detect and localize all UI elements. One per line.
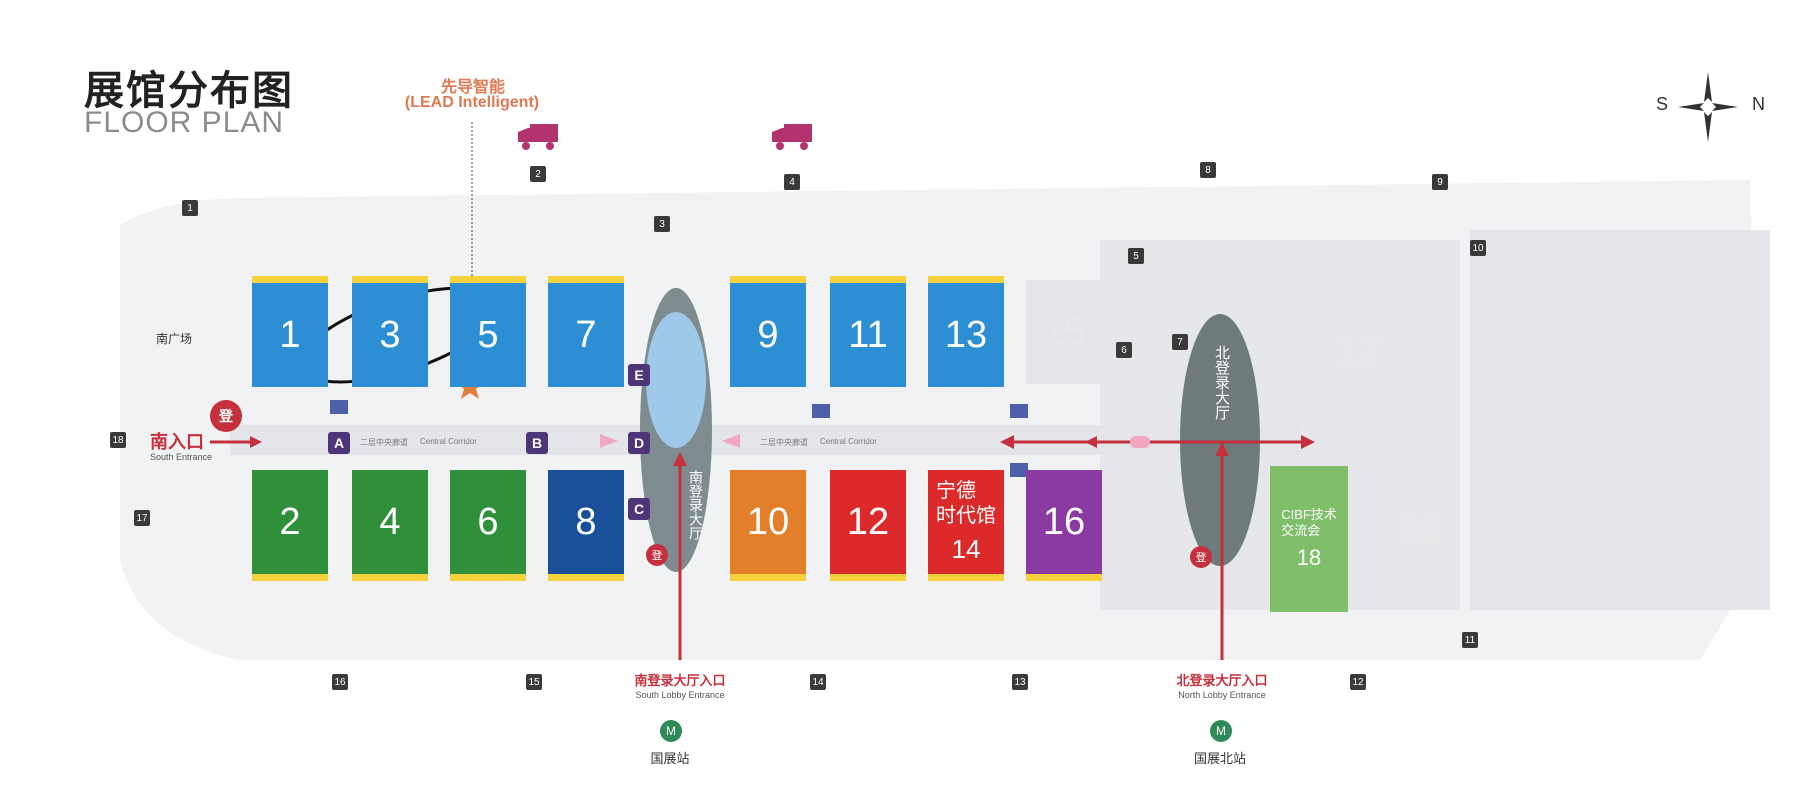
hall-7[interactable]: 7 bbox=[548, 276, 624, 387]
marker-16: 16 bbox=[332, 674, 348, 690]
gate-e[interactable]: E bbox=[628, 364, 650, 386]
hall-17[interactable]: 17 bbox=[1338, 330, 1382, 373]
marker-4: 4 bbox=[784, 174, 800, 190]
south-square-label: 南广场 bbox=[156, 332, 193, 346]
hall-11[interactable]: 11 bbox=[830, 276, 906, 387]
hall-14[interactable]: 宁德 时代馆 14 bbox=[928, 470, 1004, 581]
lead-label-en: (LEAD Intelligent) bbox=[404, 94, 540, 111]
hall-15[interactable]: 15 bbox=[1026, 280, 1102, 384]
hall-14-number: 14 bbox=[951, 533, 981, 564]
page-subtitle: FLOOR PLAN bbox=[84, 106, 285, 139]
station-north: 国展北站 bbox=[1193, 751, 1246, 766]
marker-18: 18 bbox=[110, 432, 126, 448]
hall-14-name: 宁德 时代馆 bbox=[936, 479, 996, 527]
north-lobby-entrance-label: 北登录大厅入口 bbox=[1176, 673, 1268, 688]
lead-label-cn: 先导智能 bbox=[440, 79, 505, 96]
corridor-label-en: Central Corridor bbox=[820, 437, 877, 446]
hall-4[interactable]: 4 bbox=[352, 470, 428, 581]
hall-16[interactable]: 16 bbox=[1026, 470, 1102, 581]
registration-icon: 登 bbox=[1190, 546, 1212, 568]
corridor-label-cn: 二层中央廊道 bbox=[760, 438, 808, 447]
south-lobby-entrance-label-en: South Lobby Entrance bbox=[635, 690, 725, 700]
hall-10[interactable]: 10 bbox=[730, 470, 806, 581]
gate-c[interactable]: C bbox=[628, 498, 650, 520]
hall-2[interactable]: 2 bbox=[252, 470, 328, 581]
south-lobby-entrance-label: 南登录大厅入口 bbox=[634, 673, 726, 688]
hall-18[interactable]: CIBF技术 交流会 18 bbox=[1270, 466, 1348, 612]
marker-10: 10 bbox=[1470, 240, 1486, 256]
marker-13: 13 bbox=[1012, 674, 1028, 690]
hall-6[interactable]: 6 bbox=[450, 470, 526, 581]
hall-9[interactable]: 9 bbox=[730, 276, 806, 387]
station-south: 国展站 bbox=[650, 751, 690, 766]
compass-icon bbox=[1678, 72, 1738, 142]
hall-5[interactable]: 5 bbox=[450, 276, 526, 387]
metro-icon: M bbox=[660, 720, 682, 742]
south-entrance-label: 南入口 bbox=[150, 432, 204, 452]
hall-1[interactable]: 1 bbox=[252, 276, 328, 387]
hall-12[interactable]: 12 bbox=[830, 470, 906, 581]
marker-1: 1 bbox=[182, 200, 198, 216]
corridor-label-en: Central Corridor bbox=[420, 437, 477, 446]
marker-11: 11 bbox=[1462, 632, 1478, 648]
truck-icon bbox=[518, 124, 558, 150]
south-entrance-label-en: South Entrance bbox=[150, 452, 213, 462]
north-lobby-label: 北登录大厅 bbox=[1213, 345, 1230, 420]
marker-7: 7 bbox=[1172, 334, 1188, 350]
gate-a[interactable]: A bbox=[328, 432, 350, 454]
marker-17: 17 bbox=[134, 510, 150, 526]
metro-icon: M bbox=[1210, 720, 1232, 742]
hall-13[interactable]: 13 bbox=[928, 276, 1004, 387]
gate-d[interactable]: D bbox=[628, 432, 650, 454]
hall-20[interactable]: 20 bbox=[1398, 510, 1442, 553]
page-title: 展馆分布图 bbox=[84, 69, 294, 113]
compass: S N bbox=[1656, 72, 1776, 142]
hall-8[interactable]: 8 bbox=[548, 470, 624, 581]
hall-18-name: CIBF技术 交流会 bbox=[1281, 507, 1337, 539]
registration-icon: 登 bbox=[646, 544, 668, 566]
corridor-label-cn: 二层中央廊道 bbox=[360, 438, 408, 447]
registration-icon: 登 bbox=[210, 400, 242, 432]
south-lobby-label: 南登录大厅 bbox=[688, 470, 704, 540]
north-lobby-shape bbox=[1180, 314, 1260, 566]
marker-2: 2 bbox=[530, 166, 546, 182]
compass-north: N bbox=[1752, 94, 1765, 114]
north-lobby-entrance-label-en: North Lobby Entrance bbox=[1178, 690, 1266, 700]
marker-15: 15 bbox=[526, 674, 542, 690]
marker-9: 9 bbox=[1432, 174, 1448, 190]
marker-3: 3 bbox=[654, 216, 670, 232]
hall-18-number: 18 bbox=[1296, 544, 1322, 570]
truck-icon bbox=[772, 124, 812, 150]
compass-south: S bbox=[1656, 94, 1669, 114]
marker-12: 12 bbox=[1350, 674, 1366, 690]
marker-5: 5 bbox=[1128, 248, 1144, 264]
gate-b[interactable]: B bbox=[526, 432, 548, 454]
hall-3[interactable]: 3 bbox=[352, 276, 428, 387]
marker-6: 6 bbox=[1116, 342, 1132, 358]
marker-8: 8 bbox=[1200, 162, 1216, 178]
marker-14: 14 bbox=[810, 674, 826, 690]
